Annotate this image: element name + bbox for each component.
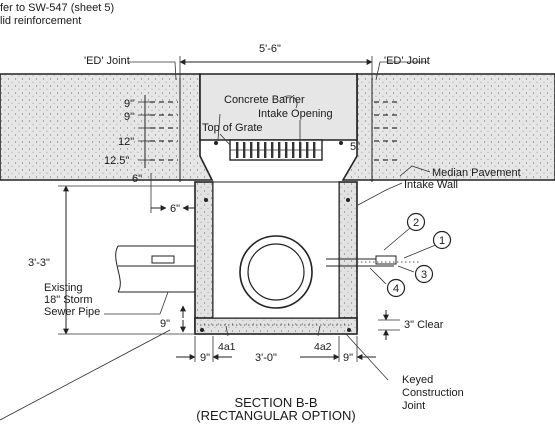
dim-top-width: 5'-6": [259, 43, 281, 55]
barrier-right-block: [341, 73, 555, 181]
dim-height: 3'-3": [28, 257, 50, 269]
grate-bar: [313, 142, 316, 158]
grate-bar: [264, 142, 267, 158]
barrier-left-block: [0, 73, 214, 181]
grate-bar: [306, 142, 309, 158]
grate-bar: [278, 142, 281, 158]
clear-3-label: 3" Clear: [404, 319, 444, 331]
note-refer-line1: fer to SW-547 (sheet 5): [0, 2, 114, 14]
dim-12: 12": [118, 136, 134, 148]
dim-inner-width: 3'-0": [255, 352, 277, 364]
ed-joint-left-label: 'ED' Joint: [84, 55, 130, 67]
grate-bar: [285, 142, 288, 158]
callout-3: 3: [414, 264, 434, 284]
grate-bar: [243, 142, 246, 158]
existing-pipe-line2: 18" Storm: [44, 294, 93, 306]
rebar-dashes-right: [374, 101, 400, 161]
dim-5: 5": [350, 141, 360, 153]
grate-bar: [236, 142, 239, 158]
rebar-dashes-left: [150, 101, 178, 161]
grate-bar: [292, 142, 295, 158]
dim-9-a: 9": [124, 98, 134, 110]
dim-9-c: 9": [160, 318, 170, 330]
dim-9-b: 9": [124, 111, 134, 123]
section-title: SECTION B-B: [234, 395, 317, 410]
existing-pipe-line1: Existing: [44, 282, 83, 294]
section-subtitle: (RECTANGULAR OPTION): [196, 408, 355, 423]
intake-wall-label: Intake Wall: [404, 179, 458, 191]
barrier-cap: [199, 73, 358, 141]
keyed-joint-line1: Keyed: [402, 374, 433, 386]
dim-6-a: 6": [132, 173, 142, 185]
grate-bar: [271, 142, 274, 158]
bar-4a2-label: 4a2: [314, 341, 332, 353]
callout-4-text: 4: [393, 283, 399, 295]
grate-bar: [257, 142, 260, 158]
median-pavement-label: Median Pavement: [432, 167, 521, 179]
concrete-barrier-label: Concrete Barrier: [224, 94, 305, 106]
keyed-joint-line3: Joint: [402, 400, 425, 412]
callout-3-text: 3: [421, 269, 427, 281]
callout-2-text: 2: [413, 217, 419, 229]
intake-opening-label: Intake Opening: [258, 108, 333, 120]
callout-2: 2: [406, 212, 426, 232]
grate: [229, 139, 323, 161]
keyed-joint-line2: Construction: [402, 387, 464, 399]
dim-12-5: 12.5": [104, 155, 129, 167]
dim-6-b: 6": [170, 203, 180, 215]
grate-bar: [250, 142, 253, 158]
dim-9-right: 9": [343, 352, 353, 364]
storm-sewer-pipe: [115, 245, 195, 293]
callout-1-text: 1: [439, 235, 445, 247]
ed-joint-right-label: 'ED' Joint: [384, 55, 430, 67]
top-of-grate-label: Top of Grate: [202, 122, 263, 134]
note-refer-line2: lid reinforcement: [0, 15, 81, 27]
bar-4a1-label: 4a1: [218, 341, 236, 353]
grate-bar: [299, 142, 302, 158]
pipe-opening: [239, 235, 313, 309]
existing-pipe-line3: Sewer Pipe: [44, 306, 100, 318]
callout-1: 1: [432, 230, 452, 250]
callout-4: 4: [386, 278, 406, 298]
dim-9-left: 9": [200, 352, 210, 364]
